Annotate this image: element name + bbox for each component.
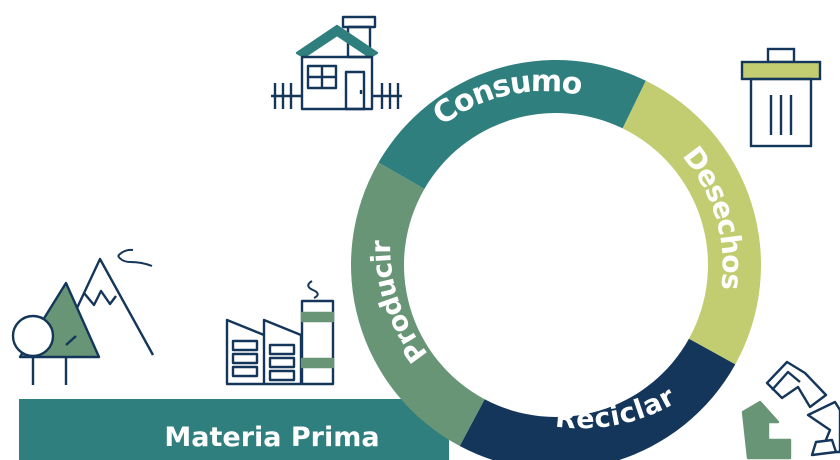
materia-prima-label: Materia Prima [164,422,379,453]
segment-producir [350,162,485,447]
trash-can-icon [740,47,822,148]
segment-desechos [622,80,761,365]
recycle-icon [741,360,840,460]
factory-icon [225,280,335,386]
materia-prima-bar [19,399,449,460]
segment-reciclar [459,338,736,460]
segment-consumo [378,59,646,189]
mountain-landscape-icon [11,248,155,385]
house-icon [271,15,402,111]
cycle-ring [350,59,761,460]
